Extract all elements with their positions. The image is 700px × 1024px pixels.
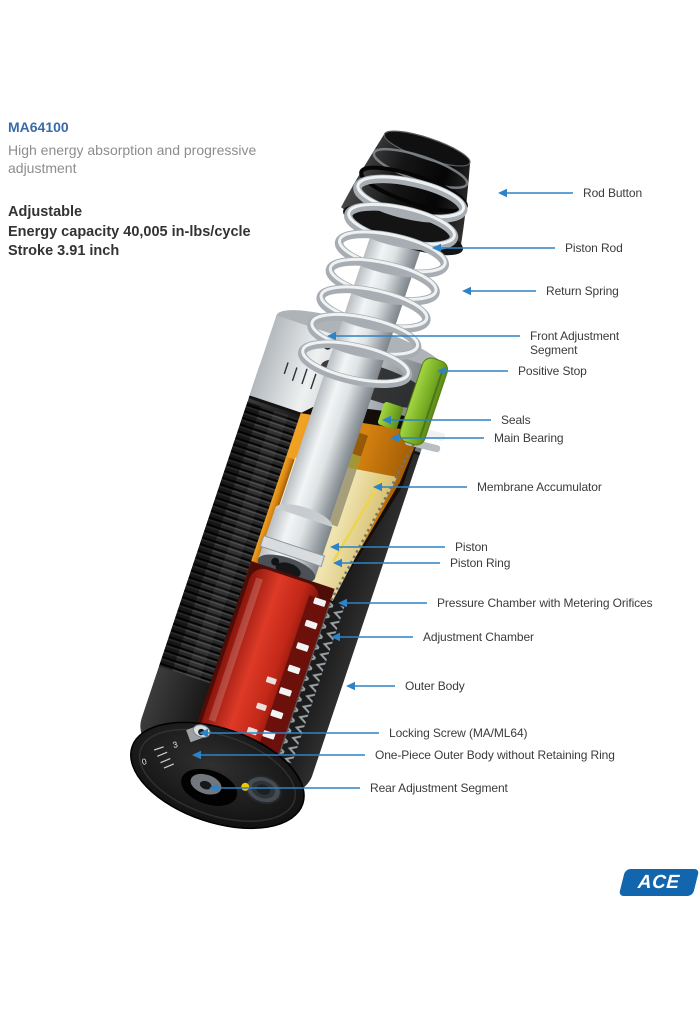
callout-label-pressure-chamber: Pressure Chamber with Metering Orifices xyxy=(437,596,653,610)
product-subtitle: High energy absorption and progressive a… xyxy=(8,142,257,176)
callout-label-seals: Seals xyxy=(501,413,531,427)
cut-edge-threads xyxy=(277,427,424,764)
positive-stop xyxy=(377,357,449,446)
adjustment-chamber xyxy=(256,595,331,759)
callout-label-one-piece-outer-body: One-Piece Outer Body without Retaining R… xyxy=(375,748,615,762)
scale-mark-3: 3 xyxy=(172,739,180,750)
callout-label-main-bearing: Main Bearing xyxy=(494,431,564,445)
scale-mark-0: 0 xyxy=(141,756,149,767)
callout-label-outer-body: Outer Body xyxy=(405,679,465,693)
callout-label-piston: Piston xyxy=(455,540,488,554)
metering-orifices xyxy=(246,597,327,740)
callout-label-piston-rod: Piston Rod xyxy=(565,241,623,255)
piston-ring xyxy=(259,535,326,568)
callout-label-front-adjustment-segment-line1: Front Adjustment xyxy=(530,329,620,343)
callout-label-positive-stop: Positive Stop xyxy=(518,364,587,378)
bottom-adjustment-scale: 0 3 xyxy=(141,739,180,769)
callout-label-adjustment-chamber: Adjustment Chamber xyxy=(423,630,534,644)
callout-label-front-adjustment-segment-line2: Segment xyxy=(530,343,578,357)
ace-logo: ACE xyxy=(618,869,700,896)
spec-stroke: Stroke 3.91 inch xyxy=(8,243,120,260)
threaded-plug xyxy=(244,775,282,805)
shock-absorber-assembly: 0 3 xyxy=(130,130,535,830)
callout-label-membrane-accumulator: Membrane Accumulator xyxy=(477,480,602,494)
model-number: MA64100 xyxy=(8,119,69,135)
callout-label-return-spring: Return Spring xyxy=(546,284,619,298)
pressure-chamber xyxy=(194,561,335,759)
callout-label-locking-screw: Locking Screw (MA/ML64) xyxy=(389,726,528,740)
callout-label-piston-ring: Piston Ring xyxy=(450,556,510,570)
spec-energy-capacity: Energy capacity 40,005 in-lbs/cycle xyxy=(8,223,251,240)
product-header: MA64100 High energy absorption and progr… xyxy=(8,119,308,262)
callout-label-rear-adjustment-segment: Rear Adjustment Segment xyxy=(370,781,509,795)
body-threads xyxy=(159,401,299,684)
callout-lines xyxy=(199,192,573,789)
spec-adjustable: Adjustable xyxy=(8,204,83,220)
ace-logo-text: ACE xyxy=(637,871,681,893)
callout-arrowheads xyxy=(192,188,507,793)
body-bottom-face: 0 3 xyxy=(130,721,305,830)
callout-label-rod-button: Rod Button xyxy=(583,186,642,200)
